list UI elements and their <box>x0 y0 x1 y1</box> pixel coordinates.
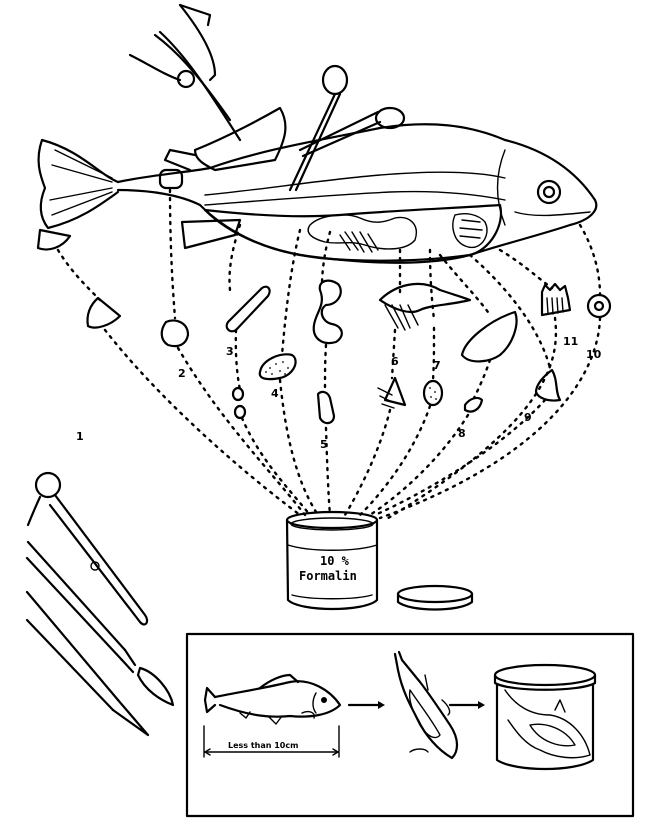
label-8: 8 <box>458 427 466 440</box>
label-2: 2 <box>178 367 186 380</box>
label-9: 9 <box>524 411 532 424</box>
jar-fixative-label: Formalin <box>299 569 357 583</box>
size-label: Less than 10cm <box>228 741 298 750</box>
connector-lines <box>56 188 602 522</box>
label-5: 5 <box>320 438 328 451</box>
specimen-2 <box>160 319 190 348</box>
arrow-icon <box>378 701 385 709</box>
specimen-9 <box>534 368 562 402</box>
label-11: 11 <box>563 335 578 348</box>
specimen-4 <box>258 353 297 381</box>
label-10: 10 <box>586 348 602 361</box>
specimen-11-gill <box>540 282 572 317</box>
hand-holding-scalpel <box>128 3 242 142</box>
label-6: 6 <box>391 355 399 368</box>
specimen-6 <box>377 282 472 409</box>
slit-abdomen-fish <box>393 650 459 760</box>
specimen-8 <box>460 310 518 413</box>
label-4: 4 <box>271 387 279 400</box>
jar-lid <box>396 584 474 611</box>
small-fish: Less than 10cm <box>203 673 342 758</box>
forceps-icon <box>288 64 406 192</box>
label-7: 7 <box>433 359 441 372</box>
small-fish-preservation-inset: Less than 10cm <box>185 632 635 818</box>
formalin-jar: 10 % Formalin <box>285 510 379 611</box>
specimen-7 <box>422 379 444 407</box>
label-3: 3 <box>226 345 234 358</box>
scissors-icon <box>26 471 149 626</box>
label-1: 1 <box>76 430 84 443</box>
specimen-number-labels: 1 2 3 4 5 6 7 8 9 10 11 <box>76 335 602 451</box>
specimen-1 <box>36 228 122 329</box>
fish-in-jar <box>493 663 597 771</box>
jar-concentration: 10 % <box>320 554 350 568</box>
specimen-10-eye <box>586 293 612 319</box>
arrow-icon <box>478 701 485 709</box>
specimen-5 <box>312 279 343 425</box>
needle-probe-icon <box>25 590 150 737</box>
specimen-3 <box>225 285 271 420</box>
dissected-fish <box>37 106 598 264</box>
scalpel-icon <box>25 540 175 707</box>
